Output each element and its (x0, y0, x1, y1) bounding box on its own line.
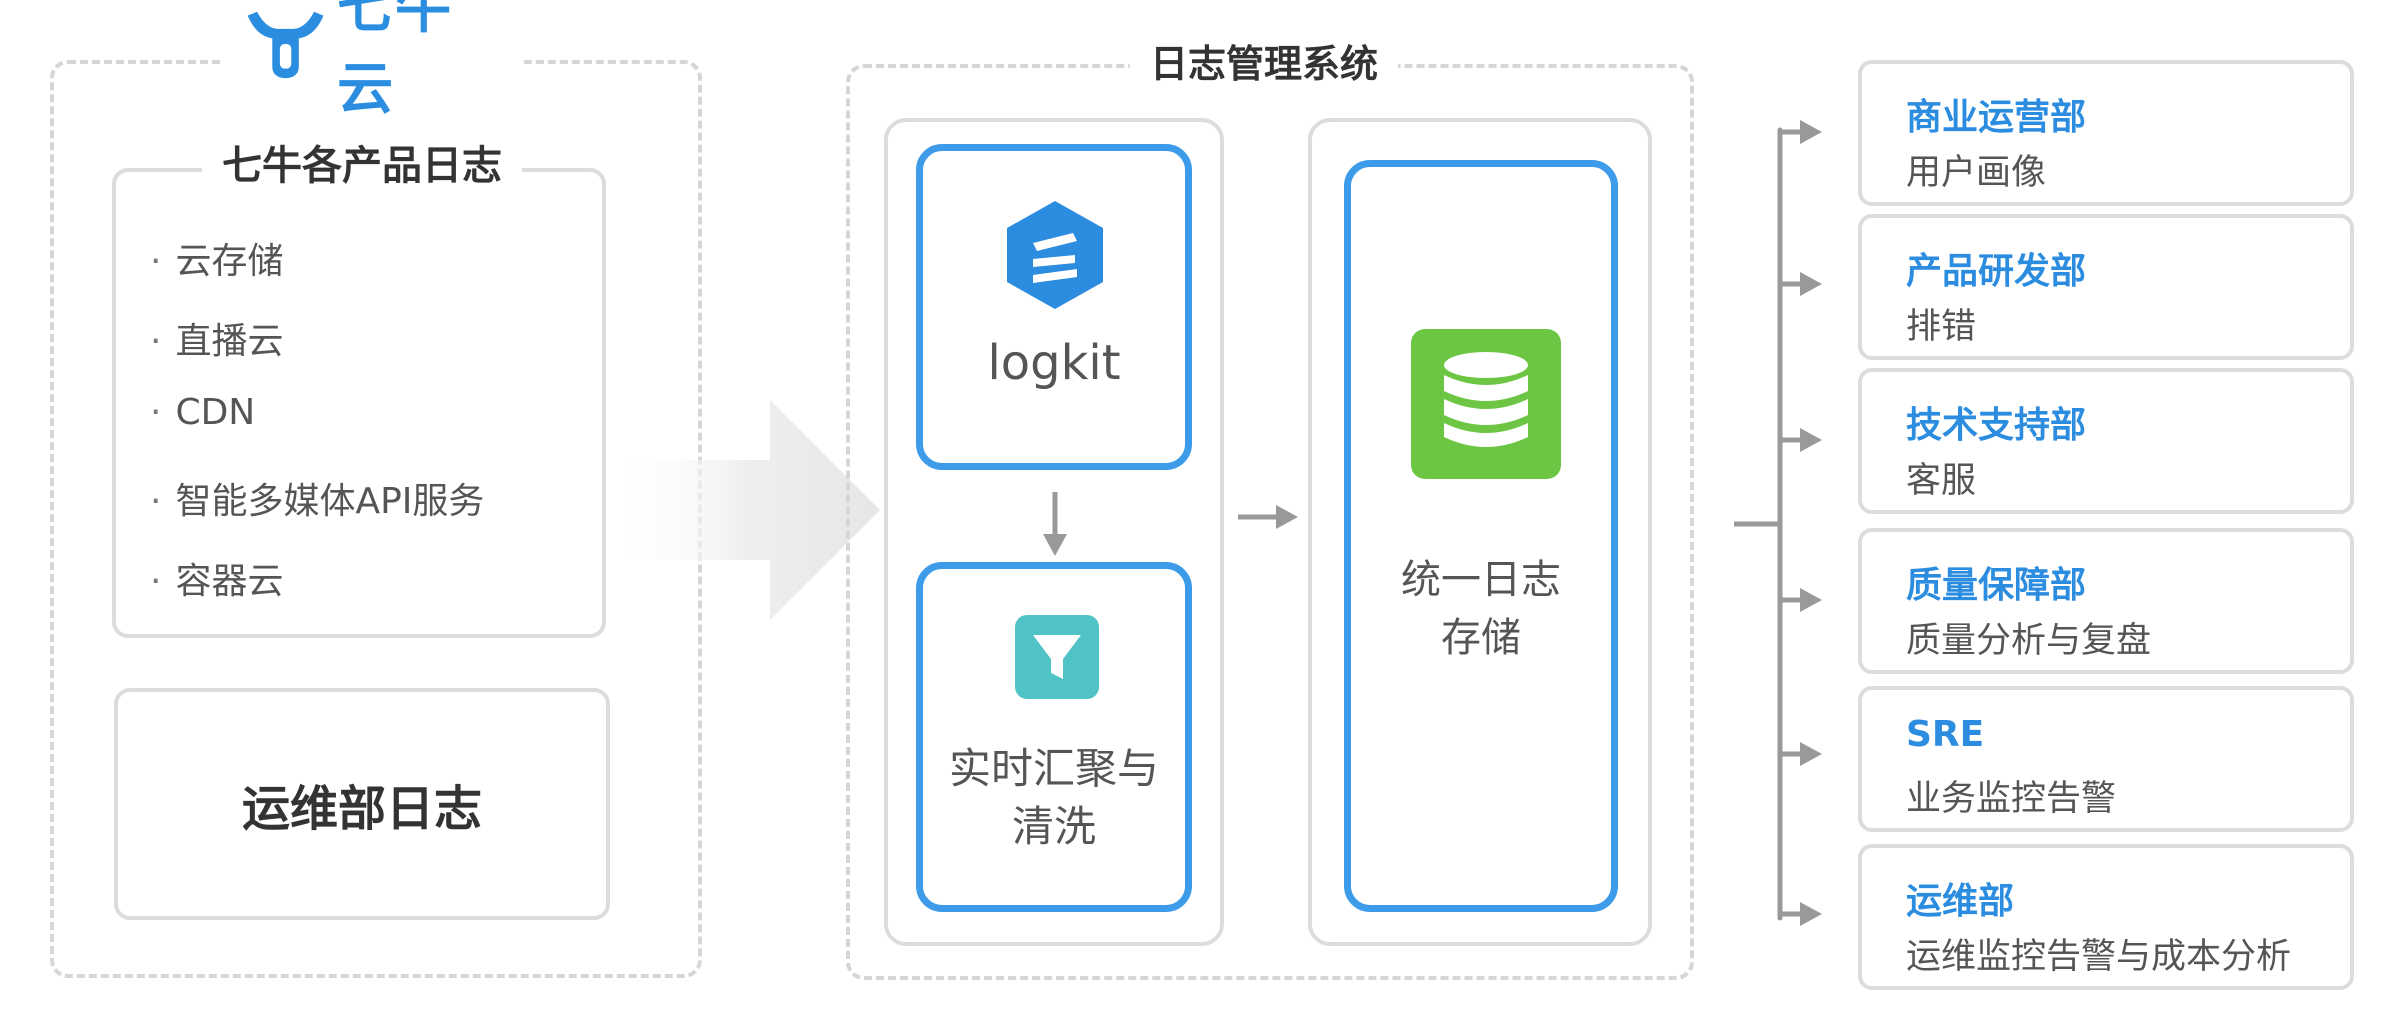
brand-logo: 七牛云 (222, 0, 522, 122)
dept-name: 商业运营部 (1906, 97, 2087, 138)
right-arrow (1238, 505, 1298, 529)
consumer-card-sre: SRE 业务监控告警 (1858, 686, 2354, 832)
consumer-card-ops: 运维部 运维监控告警与成本分析 (1858, 844, 2354, 990)
logkit-box: logkit (916, 144, 1192, 470)
list-item: ·云存储 (150, 241, 284, 282)
consumer-card-qa: 质量保障部 质量分析与复盘 (1858, 528, 2354, 674)
database-icon (1411, 329, 1561, 479)
list-item: ·智能多媒体API服务 (150, 481, 485, 522)
dept-name: 技术支持部 (1906, 405, 2087, 446)
list-item: ·容器云 (150, 561, 284, 602)
dept-use: 排错 (1906, 307, 1977, 347)
dept-use: 运维监控告警与成本分析 (1906, 937, 2292, 977)
aggregate-label-line1: 实时汇聚与 (948, 744, 1159, 793)
products-log-title: 七牛各产品日志 (202, 136, 522, 196)
dept-use: 客服 (1906, 461, 1977, 501)
ops-log-box: 运维部日志 (114, 688, 610, 920)
funnel-icon (1015, 615, 1099, 699)
dept-name: SRE (1906, 714, 1985, 755)
consumer-card-support: 技术支持部 客服 (1858, 368, 2354, 514)
aggregate-label-line2: 清洗 (1011, 802, 1096, 851)
bull-horns-logo-icon (247, 11, 324, 79)
brand-name: 七牛云 (337, 0, 454, 122)
dept-name: 质量保障部 (1906, 565, 2087, 606)
logkit-hexagon-icon (1007, 201, 1103, 309)
ops-log-label: 运维部日志 (241, 781, 482, 837)
dept-use: 质量分析与复盘 (1906, 621, 2152, 661)
dept-name: 产品研发部 (1906, 251, 2087, 292)
aggregate-box: 实时汇聚与 清洗 (916, 562, 1192, 912)
products-log-box (112, 168, 606, 638)
log-system-title: 日志管理系统 (1130, 34, 1399, 94)
storage-label-line2: 存储 (1441, 615, 1521, 661)
dept-use: 用户画像 (1906, 153, 2047, 193)
branch-connector (1734, 120, 1822, 926)
down-arrow (1043, 492, 1067, 556)
dept-name: 运维部 (1906, 881, 2015, 922)
list-item: ·直播云 (150, 321, 284, 362)
consumer-card-rnd: 产品研发部 排错 (1858, 214, 2354, 360)
logkit-label: logkit (987, 335, 1121, 391)
storage-label-line1: 统一日志 (1401, 557, 1561, 603)
flow-arrow-big (610, 400, 880, 620)
list-item: ·CDN (150, 392, 256, 433)
dept-use: 业务监控告警 (1906, 779, 2117, 819)
storage-box: 统一日志 存储 (1344, 160, 1618, 912)
consumer-card-business: 商业运营部 用户画像 (1858, 60, 2354, 206)
